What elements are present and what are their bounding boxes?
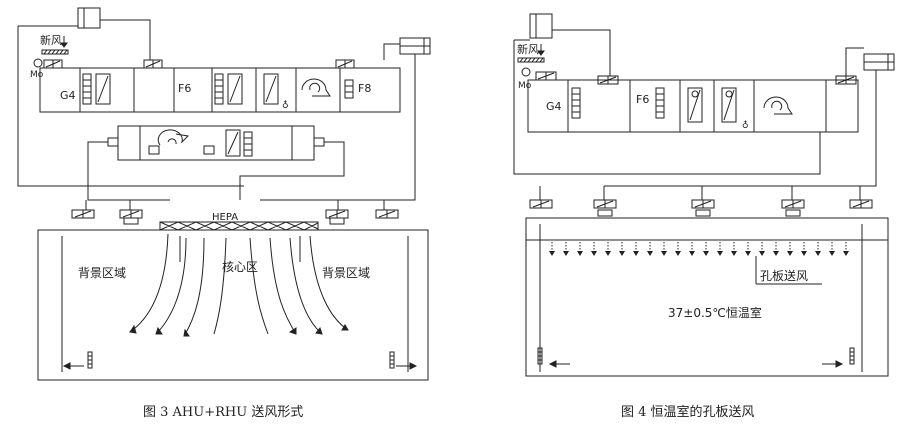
fig3-duct [383, 43, 400, 60]
fig3-diagram: 新风 Mo G4 F6 F8 [17, 7, 431, 381]
fig3-coil-icon [263, 73, 279, 105]
fig4-duct [845, 47, 864, 76]
fig4-supply-outlet-icon [781, 199, 805, 217]
fig4-exhaust-grille-icon [849, 347, 855, 365]
fig3-duct [260, 54, 416, 201]
fig3-f6-label: F6 [178, 82, 191, 95]
fig4-fresh-air-label: 新风 [517, 42, 539, 56]
fig4-filter-stack-icon [571, 87, 581, 119]
fig3-coil-icon [227, 73, 243, 105]
fig3-duct [17, 26, 244, 187]
fig4-f6-label: F6 [636, 93, 649, 106]
fig4-motor-damper-icon [521, 67, 531, 77]
fig3-supply-outlet-icon [119, 209, 143, 225]
fig4-fan-icon [763, 96, 793, 115]
fig3-rhu-coil-icon [225, 129, 241, 157]
fig4-coil-icon [687, 87, 703, 123]
fig3-humidifier-icon: ♁ [282, 100, 289, 111]
fig3-hepa-label: HEPA [212, 212, 238, 223]
fig3-supply-outlet-icon [325, 209, 349, 225]
fig3-fan-icon [301, 78, 331, 97]
fig4-room-label: 37±0.5℃恒温室 [668, 305, 762, 320]
fig4-duct [604, 70, 877, 187]
fig3-fresh-air-arrow [60, 42, 68, 48]
fig3-exhaust-grille-icon [87, 351, 93, 369]
fig4-duct [552, 29, 611, 76]
fig3-rhu-unit [117, 125, 315, 161]
fig4-mo-label: Mo [518, 81, 532, 91]
fig3-rhu-fan-icon [157, 129, 190, 146]
fig4-filter-stack-icon [655, 87, 665, 119]
fig3-motor-damper-icon [33, 58, 43, 68]
fig3-mo-label: Mo [30, 70, 44, 80]
fig3-filter-stack-icon [344, 79, 354, 99]
fig4-exhaust-grille-icon [537, 347, 543, 365]
fig3-f8-label: F8 [358, 82, 371, 95]
fig4-top-box [529, 13, 553, 39]
fig4-caption: 图 4 恒温室的孔板送风 [621, 404, 755, 420]
fig3-exhaust-grille-icon [389, 351, 395, 369]
fig3-background-zone-left: 背景区域 [78, 266, 126, 280]
fig3-caption: 图 3 AHU+RHU 送风形式 [143, 405, 303, 420]
fig3-fresh-air-label: 新风 [40, 33, 62, 47]
fig4-supply-outlet-icon [529, 199, 553, 209]
fig3-filter-stack-icon [214, 73, 224, 105]
fig4-fresh-air-arrow [537, 50, 545, 56]
fig4-coil-icon [721, 87, 737, 123]
fig3-g4-label: G4 [60, 89, 76, 102]
fig3-rhu-filter-icon [243, 131, 253, 157]
fig3-room [37, 229, 429, 381]
fig4-ahu-unit [527, 79, 859, 133]
fig3-damper-icon [313, 137, 325, 147]
fig3-damper-icon [107, 137, 119, 147]
fig3-supply-outlet-icon [375, 209, 399, 219]
fig4-humidifier-icon: ♁ [742, 120, 749, 131]
fig3-supply-outlet-icon [71, 209, 95, 219]
fig3-top-box [77, 7, 101, 29]
fig3-duct [87, 141, 170, 201]
fig3-duct [100, 19, 151, 60]
fig4-g4-label: G4 [546, 100, 562, 113]
fig3-ahu-unit [39, 67, 401, 113]
fig4-duct [513, 40, 821, 175]
fig4-supply-outlet-icon [691, 199, 715, 217]
fig4-supply-outlet-icon [593, 199, 617, 217]
fig4-orifice-label: 孔板送风 [760, 268, 808, 283]
fig4-supply-outlet-icon [849, 199, 873, 209]
fig3-core-zone-label: 核心区 [222, 260, 258, 274]
fig4-diagram: 新风 Mo G4 F6 ♁ [513, 13, 895, 377]
fig3-background-zone-right: 背景区域 [322, 266, 370, 280]
fig3-duct [239, 141, 345, 200]
fig3-filter-stack-icon [82, 73, 92, 105]
fig3-airflow-streamlines [129, 233, 349, 337]
fig4-orifice-airflow-arrows [551, 242, 847, 252]
fig3-coil-icon [95, 73, 111, 105]
fig4-room [525, 217, 889, 377]
